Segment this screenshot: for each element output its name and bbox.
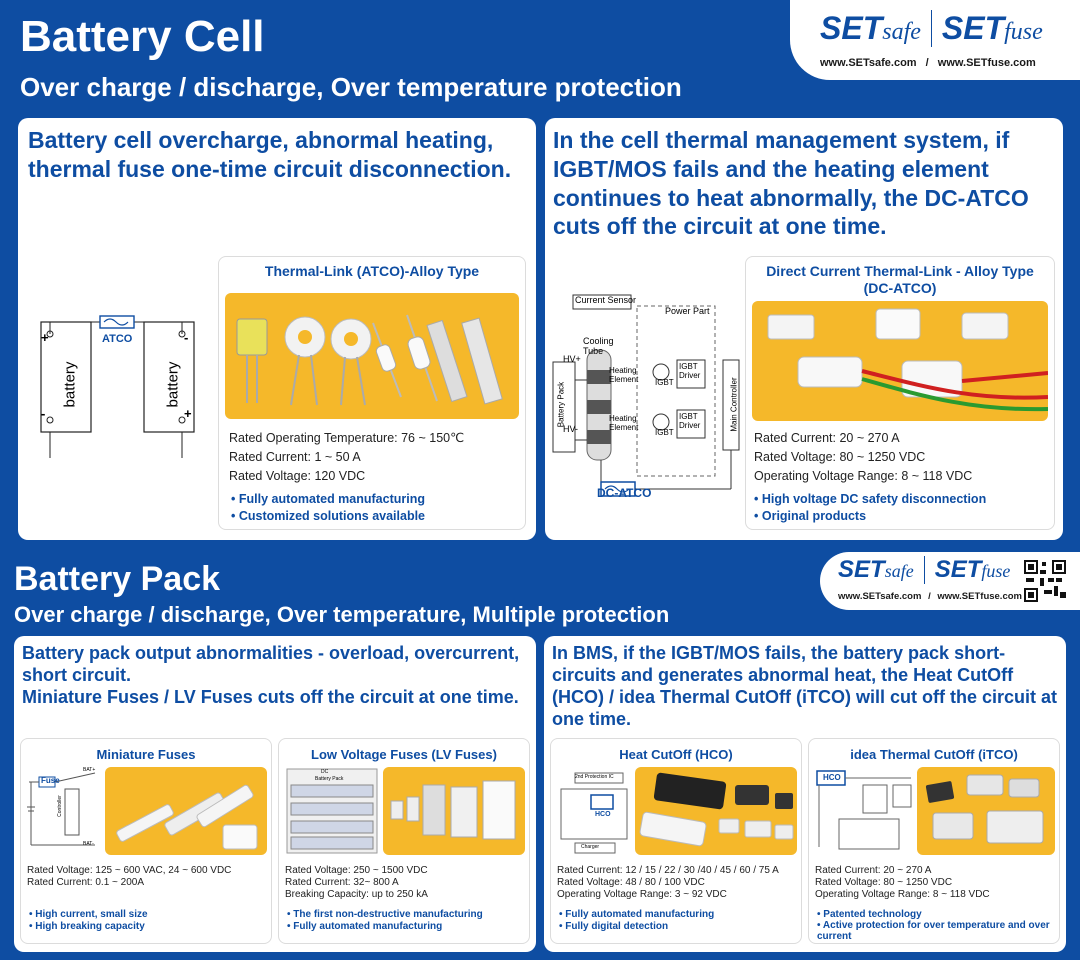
dcatco-product-photo [752, 301, 1048, 421]
qr-code-icon[interactable] [1024, 560, 1066, 602]
url-setfuse[interactable]: www.SETfuse.com [937, 57, 1036, 69]
hco-bullets: • Fully automated manufacturing • Fully … [559, 909, 715, 932]
lv-fuse-specs: Rated Voltage: 250 ~ 1500 VDC Rated Curr… [285, 865, 428, 900]
section-title-battery-cell: Battery Cell [20, 12, 265, 61]
atco-label: ATCO [102, 333, 133, 345]
hco-circuit-diagram [560, 772, 628, 854]
miniature-fuse-bullets: • High current, small size • High breaki… [29, 909, 148, 932]
logo-top: SET safe SET fuse www.SETsafe.com / www.… [790, 0, 1080, 80]
atco-specs: Rated Operating Temperature: 76 ~ 150℃ R… [229, 431, 465, 483]
dcatco-specs: Rated Current: 20 ~ 270 A Rated Voltage:… [754, 431, 973, 483]
url-setsafe[interactable]: www.SETsafe.com [820, 57, 917, 69]
card-itco: idea Thermal CutOff (iTCO) HCO Rated Cur… [808, 738, 1060, 944]
card-lv-fuses: Low Voltage Fuses (LV Fuses) DC Battery … [278, 738, 530, 944]
url-setfuse[interactable]: www.SETfuse.com [937, 591, 1022, 602]
miniature-fuse-photo [105, 767, 267, 855]
panel-pack-fuses: Battery pack output abnormalities - over… [14, 636, 536, 952]
lv-fuse-battery-pack-diagram [286, 768, 378, 854]
thermal-management-diagram [552, 294, 740, 497]
panel-heading: In the cell thermal management system, i… [553, 127, 1029, 240]
card-atco: Thermal-Link (ATCO)-Alloy Type [218, 256, 526, 530]
section-title-battery-pack: Battery Pack [14, 560, 221, 598]
itco-bullets: • Patented technology • Active protectio… [817, 909, 1050, 942]
panel-pack-hco-itco: In BMS, if the IGBT/MOS fails, the batte… [544, 636, 1066, 952]
card-dcatco: Direct Current Thermal-Link - Alloy Type… [745, 256, 1055, 530]
hco-specs: Rated Current: 12 / 15 / 22 / 30 /40 / 4… [557, 865, 779, 900]
itco-photo [917, 767, 1055, 855]
hco-photo [635, 767, 797, 855]
miniature-fuse-specs: Rated Voltage: 125 ~ 600 VAC, 24 ~ 600 V… [27, 865, 232, 888]
section-subtitle-battery-pack: Over charge / discharge, Over temperatur… [14, 602, 670, 627]
panel-heading: Battery pack output abnormalities - over… [22, 643, 520, 707]
url-setsafe[interactable]: www.SETsafe.com [838, 591, 922, 602]
itco-circuit-diagram [816, 770, 912, 850]
atco-fuse-icon [99, 315, 135, 329]
miniature-fuse-circuit [27, 772, 96, 846]
panel-heading: In BMS, if the IGBT/MOS fails, the batte… [552, 643, 1058, 729]
dcatco-label: DC-ATCO [597, 486, 652, 500]
series-battery-diagram [40, 315, 195, 458]
panel-cell-atco: Battery cell overcharge, abnormal heatin… [18, 118, 536, 540]
panel-heading: Battery cell overcharge, abnormal heatin… [28, 127, 512, 182]
panel-cell-dcatco: In the cell thermal management system, i… [545, 118, 1063, 540]
card-miniature-fuses: Miniature Fuses Fuse BAT+ BAT- Controlle… [20, 738, 272, 944]
card-hco: Heat CutOff (HCO) 2nd Protection IC HCO … [550, 738, 802, 944]
section-subtitle-battery-cell: Over charge / discharge, Over temperatur… [20, 72, 682, 102]
lv-fuse-photo [383, 767, 525, 855]
lv-fuse-bullets: • The first non-destructive manufacturin… [287, 909, 483, 932]
dcatco-bullets: • High voltage DC safety disconnection •… [754, 492, 987, 523]
atco-bullets: • Fully automated manufacturing • Custom… [231, 492, 426, 523]
atco-product-photo [225, 293, 519, 419]
itco-specs: Rated Current: 20 ~ 270 A Rated Voltage:… [815, 865, 990, 900]
